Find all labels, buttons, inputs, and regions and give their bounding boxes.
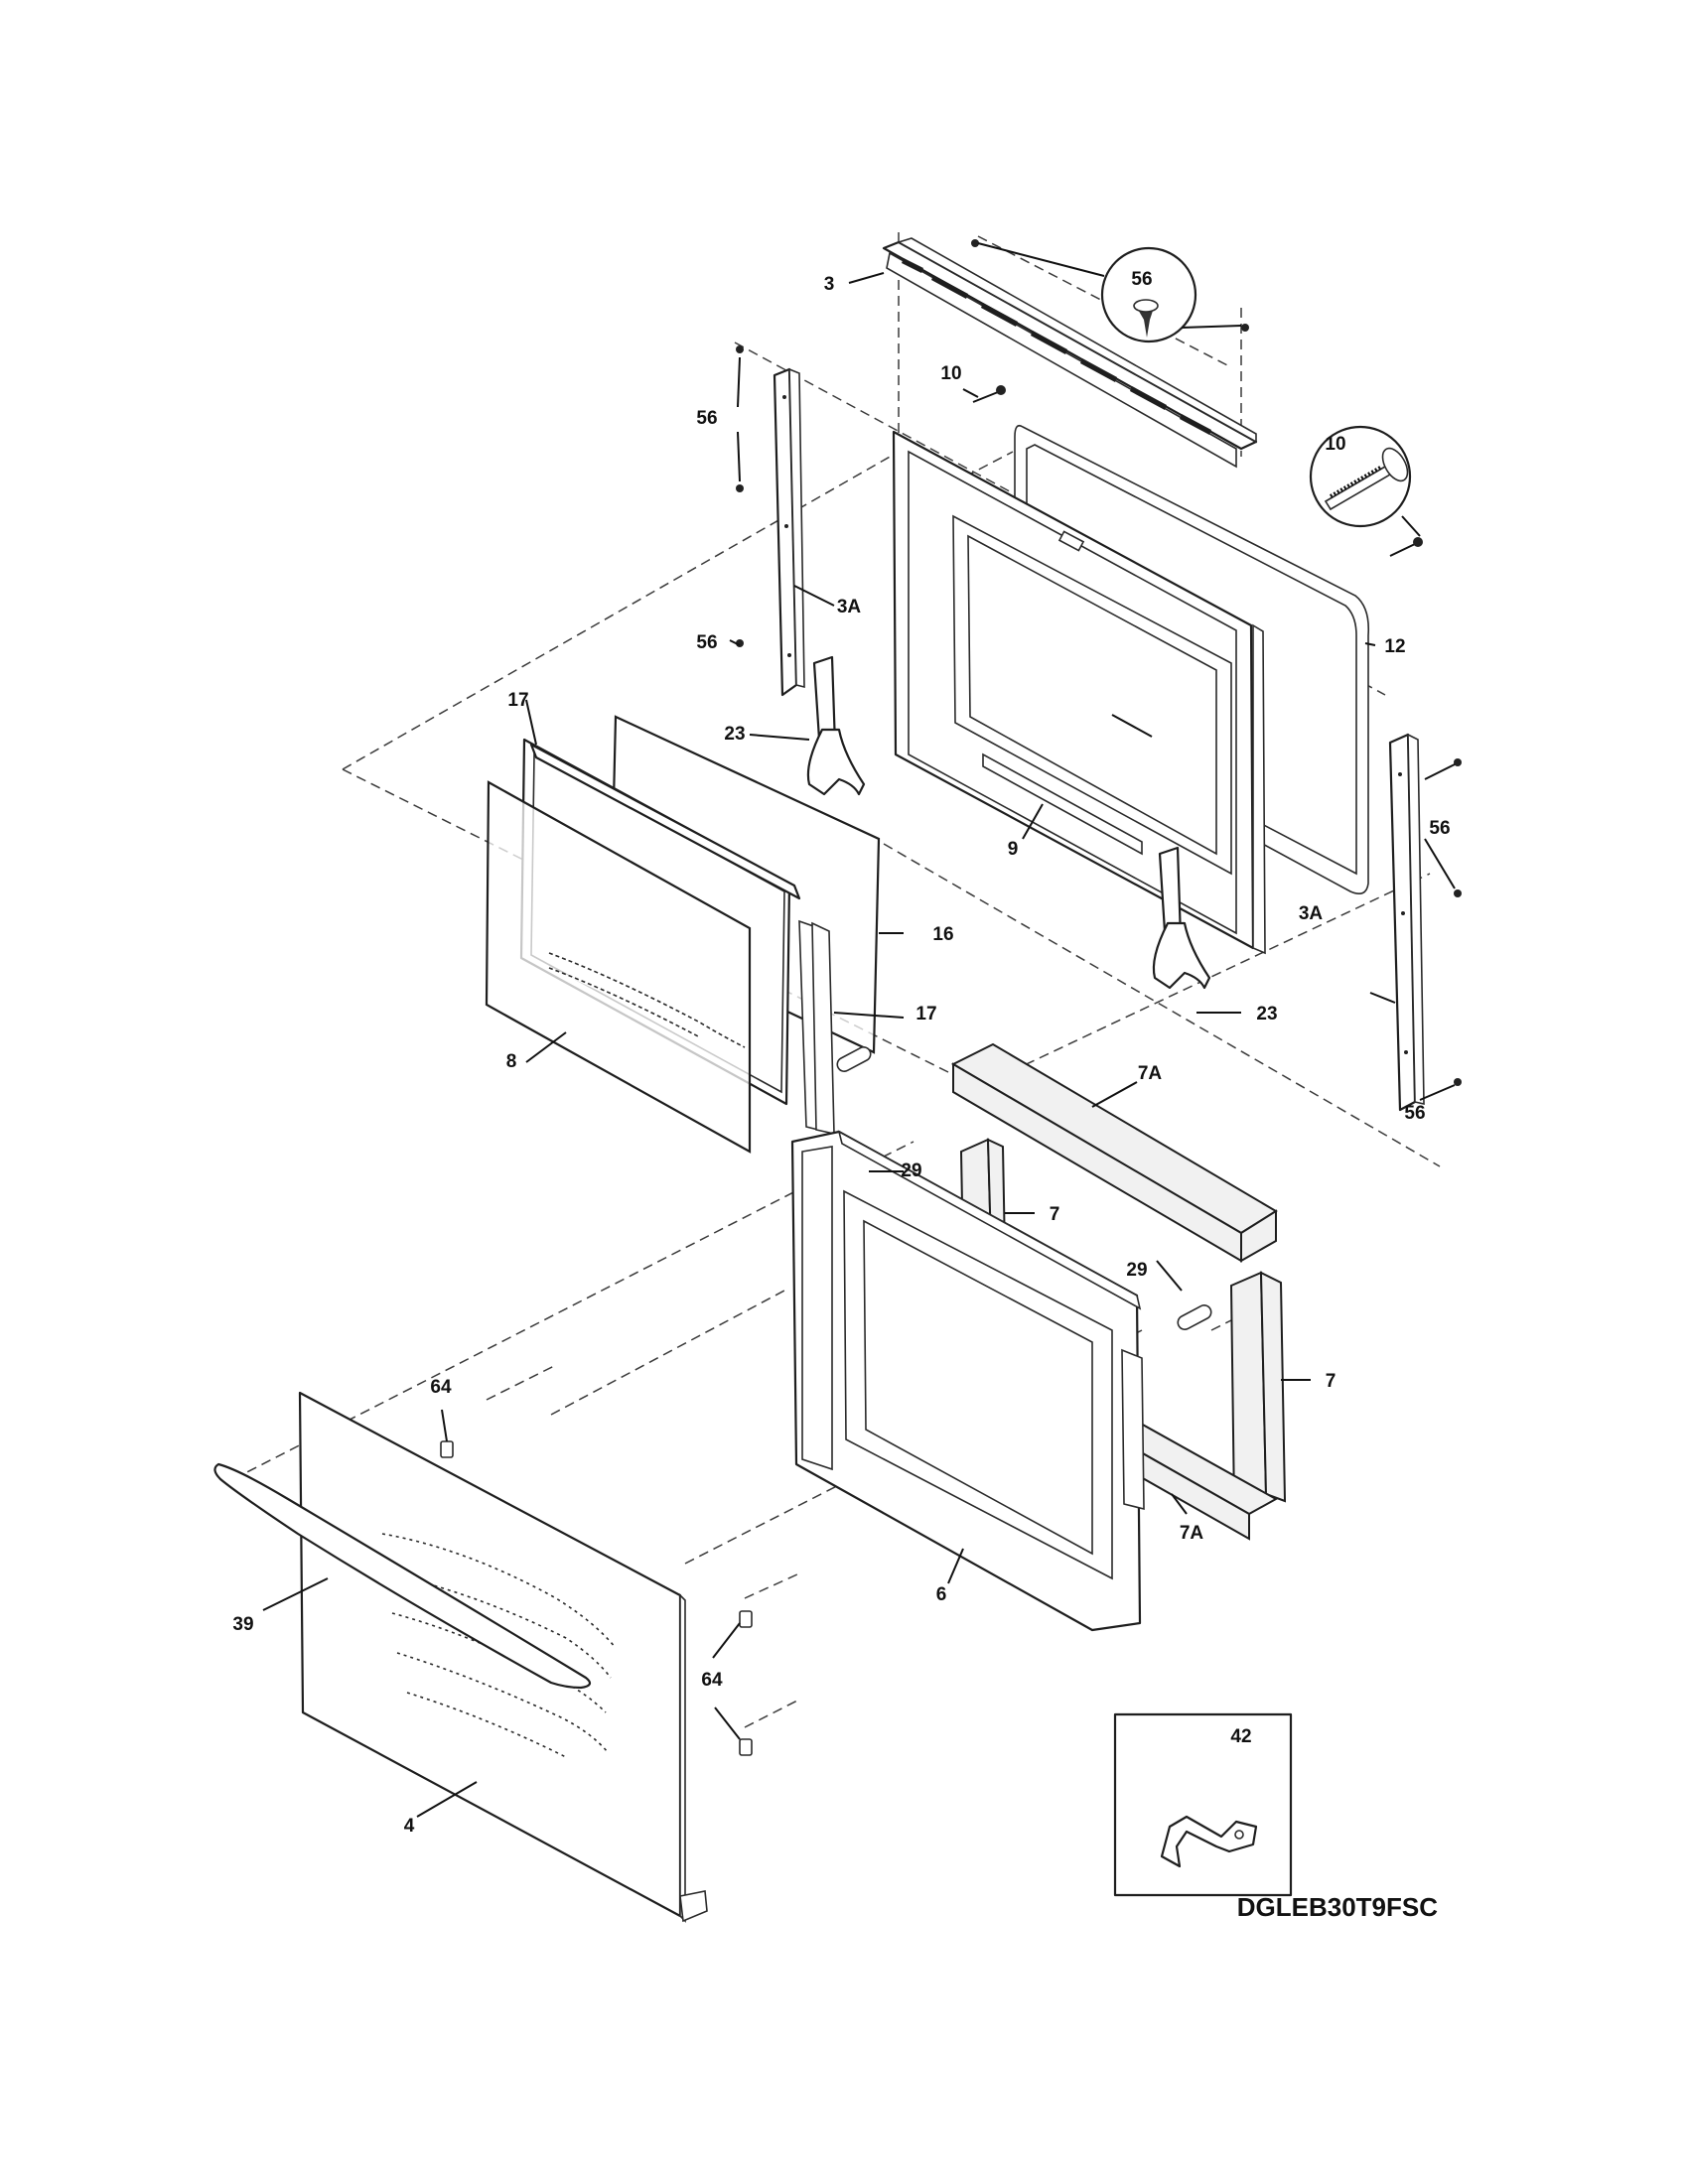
part-8-outer-glass: [485, 780, 752, 1154]
part-7-insulation-right: [1229, 1271, 1287, 1509]
part-6-door-frame: [790, 1130, 1145, 1632]
callout-29-left: 29: [901, 1160, 921, 1181]
callout-16: 16: [932, 924, 953, 945]
callout-17-top: 17: [507, 690, 528, 711]
callout-12: 12: [1384, 636, 1405, 657]
part-23-hinge-right: [1152, 846, 1211, 990]
callout-3a-left: 3A: [837, 597, 862, 617]
callout-10-inset: 10: [1325, 434, 1345, 455]
callout-39: 39: [232, 1614, 253, 1635]
callout-7a-top: 7A: [1138, 1063, 1163, 1084]
callout-7-right: 7: [1326, 1371, 1336, 1392]
part-7a-insulation-top: [950, 1042, 1278, 1263]
inset-bracket-42: [1113, 1712, 1293, 1897]
part-3a-left-side-trim: [773, 367, 805, 697]
inset-screw-56: [977, 242, 1242, 343]
leader-lines: [262, 272, 1456, 1818]
callout-29-right: 29: [1126, 1260, 1147, 1281]
callout-56-right-lower: 56: [1404, 1103, 1425, 1124]
callout-42: 42: [1230, 1726, 1251, 1747]
callout-64-bottom: 64: [701, 1670, 723, 1691]
part-39-door-handle: [213, 1462, 592, 1690]
screws: [736, 239, 1462, 1086]
part-64-spacer-blocks: [440, 1440, 753, 1756]
callout-7a-bottom: 7A: [1180, 1523, 1204, 1544]
callout-7-center: 7: [1050, 1204, 1060, 1225]
callout-56-inset: 56: [1131, 269, 1152, 290]
callout-labels: 3 56 10 10 56 3A 12 56 17 23 56 9 3A 16 …: [232, 269, 1450, 1837]
part-3a-right-side-trim: [1388, 733, 1425, 1112]
callout-56-right-upper: 56: [1429, 818, 1450, 839]
part-3-top-vent-trim: [882, 237, 1258, 469]
callout-4: 4: [404, 1816, 415, 1837]
callout-23-left: 23: [724, 724, 745, 745]
callout-23-right: 23: [1256, 1004, 1277, 1024]
callout-3: 3: [824, 274, 835, 295]
part-29-pin-left: [836, 1046, 872, 1072]
part-29-pin-right: [1177, 1304, 1212, 1330]
part-23-hinge-left: [806, 655, 866, 796]
callout-3a-right: 3A: [1299, 903, 1324, 924]
callout-56-left-lower: 56: [696, 632, 717, 653]
callout-6: 6: [936, 1584, 947, 1605]
callout-64-top: 64: [430, 1377, 452, 1398]
callout-8: 8: [506, 1051, 517, 1072]
callout-9: 9: [1008, 839, 1019, 860]
inset-bolt-10: [1309, 425, 1421, 537]
model-number-label: DGLEB30T9FSC: [1237, 1892, 1438, 1922]
callout-10-top: 10: [940, 363, 961, 384]
callout-17-right: 17: [915, 1004, 936, 1024]
part-9-inner-door-liner: [892, 430, 1266, 955]
callout-56-left-upper: 56: [696, 408, 717, 429]
